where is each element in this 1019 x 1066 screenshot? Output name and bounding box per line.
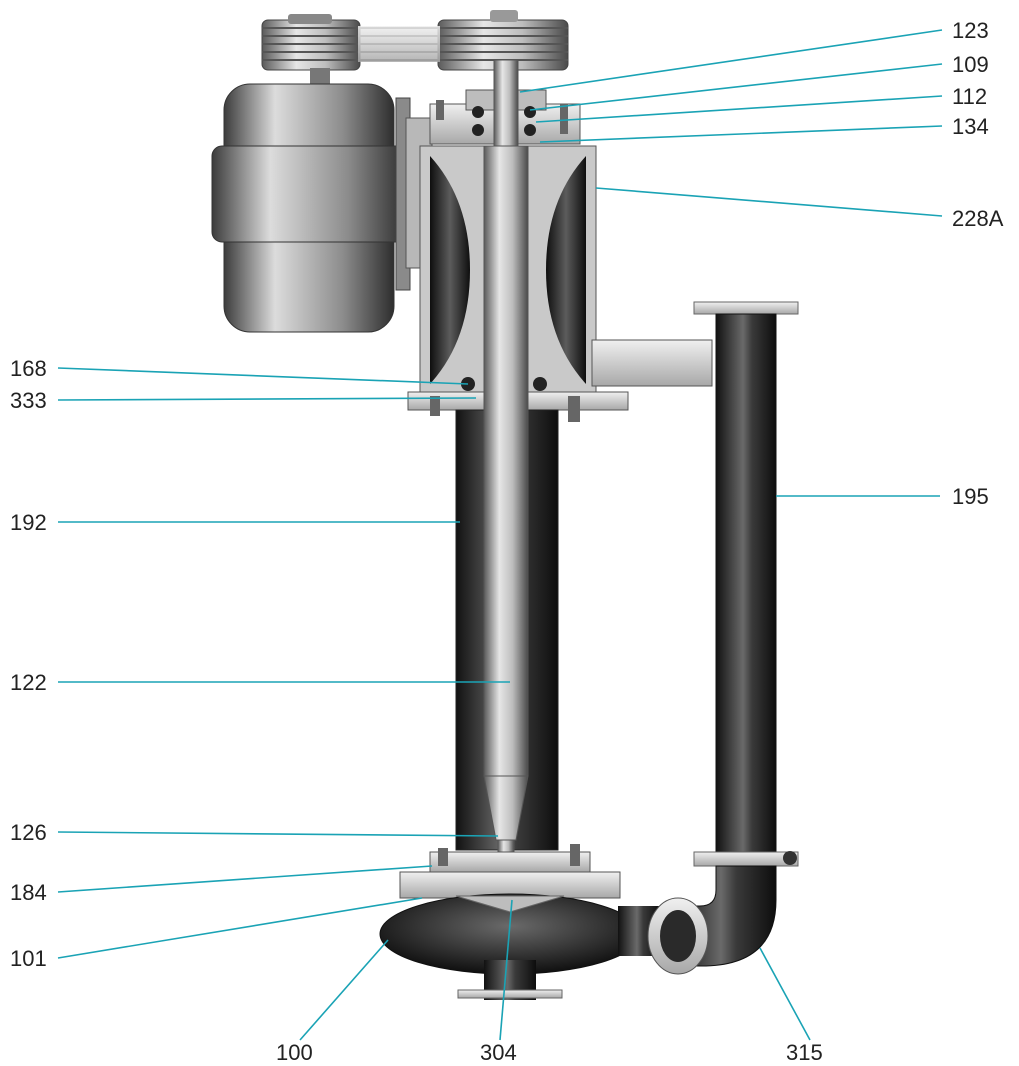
leader-112 [535, 95, 943, 123]
callout-228A: 228A [952, 206, 1004, 231]
leader-304 [499, 899, 513, 1041]
callout-labels: 123 109 112 134 228A 168 333 192 195 122… [10, 18, 1004, 1065]
callout-123: 123 [952, 18, 989, 43]
pump-shaft [483, 59, 529, 901]
pump-casing [379, 871, 660, 1000]
belt-drive [261, 10, 569, 84]
leader-123 [519, 29, 943, 93]
callout-101: 101 [10, 946, 47, 971]
callout-195: 195 [952, 484, 989, 509]
leader-184 [57, 865, 433, 893]
leader-228A [595, 187, 943, 217]
callout-100: 100 [276, 1040, 313, 1065]
motor [211, 83, 433, 333]
leader-100 [299, 939, 389, 1041]
leader-101 [57, 897, 423, 959]
discharge-pipe [693, 301, 799, 867]
callout-126: 126 [10, 820, 47, 845]
leader-126 [57, 831, 499, 837]
callout-112: 112 [952, 84, 987, 109]
discharge-support-bracket [591, 339, 713, 387]
callout-122: 122 [10, 670, 47, 695]
leader-333 [57, 397, 477, 401]
leader-109 [529, 63, 943, 111]
pump-assembly [211, 10, 799, 1000]
callout-333: 333 [10, 388, 47, 413]
callout-109: 109 [952, 52, 989, 77]
callout-304: 304 [480, 1040, 517, 1065]
callout-134: 134 [952, 114, 989, 139]
callout-168: 168 [10, 356, 47, 381]
leader-168 [57, 367, 469, 385]
leader-lines [57, 29, 943, 1041]
callout-315: 315 [786, 1040, 823, 1065]
leader-134 [539, 125, 943, 143]
callout-192: 192 [10, 510, 47, 535]
callout-184: 184 [10, 880, 47, 905]
discharge-elbow [647, 865, 777, 975]
leader-315 [759, 947, 811, 1041]
